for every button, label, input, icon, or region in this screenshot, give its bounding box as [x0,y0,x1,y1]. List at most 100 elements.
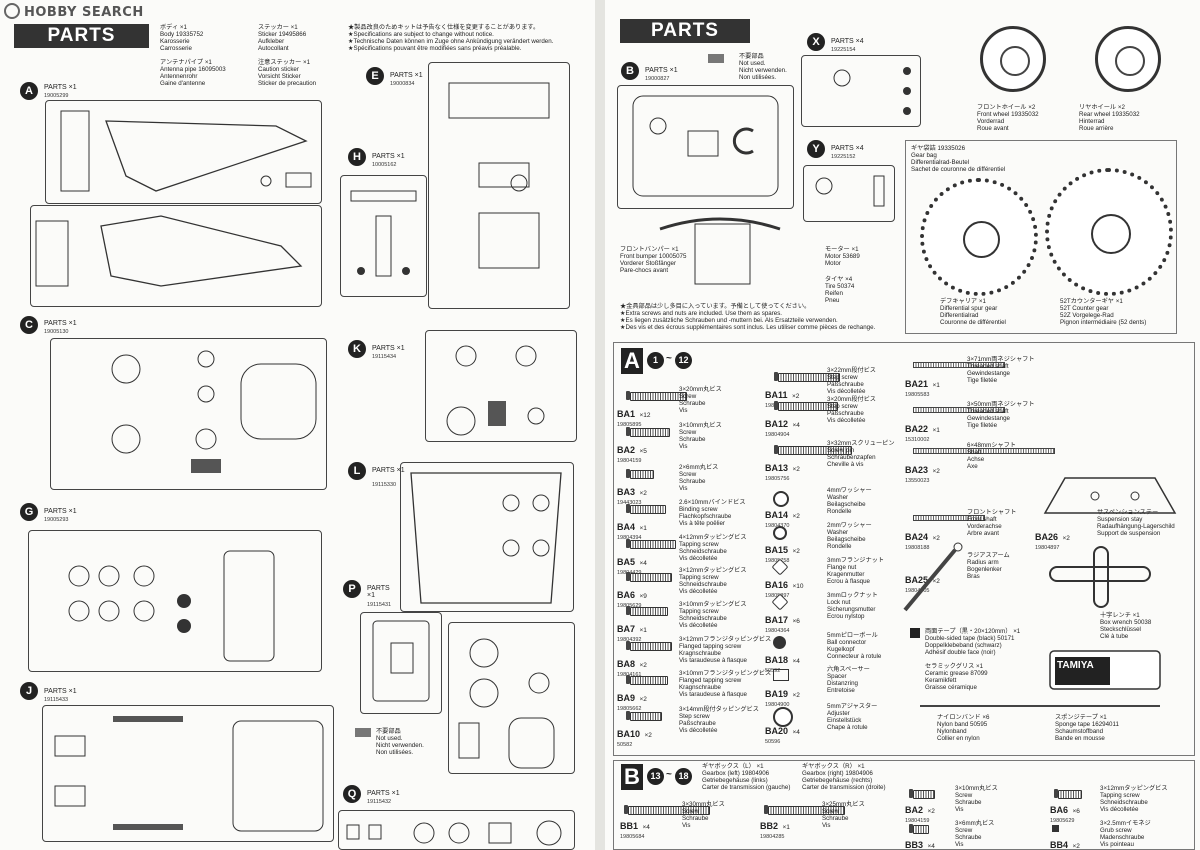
hw-desc: 3×12mmタッピングビス Tapping screw Schneidschra… [1100,785,1168,813]
hw-fr: Vis taraudeuse à flasque [679,691,747,698]
hw-de: Schraube [679,436,706,443]
parts-a-code: 19005299 [44,93,69,99]
hw-qty: ×4 [639,560,647,567]
motor-pn: 53689 [842,253,860,260]
parts-y-code: 19225152 [831,154,856,160]
hw-qty: ×2 [792,548,800,555]
parts-h-drawing [350,190,417,277]
box-wrench-drawing [1040,545,1160,620]
screw-icon [626,711,662,721]
page-gutter [595,0,605,850]
tape-qty: ×1 [1013,628,1021,635]
parts-h-sprue [340,175,427,297]
parts-p-drawing [372,620,430,702]
parts-x-label: PARTS ×4 [831,38,864,45]
parts-j-letter: J [20,682,38,700]
hw-ba3: BA3 ×2 19443023 [617,482,647,506]
hw-code: BA23 [905,465,929,475]
parts-c-qty: ×1 [68,320,77,327]
parts-h-qty: ×1 [396,153,405,160]
front-bumper-jp: フロントバンパー [620,246,670,253]
hw-jp: 3×30mm丸ビス [682,801,725,808]
parts-y-qty: ×4 [855,145,864,152]
hw-pn: 50582 [617,742,633,748]
hw-en: Threaded shaft [967,408,1009,415]
parts-b-code: 19000827 [645,76,670,82]
hw-pn: 13550023 [905,478,930,484]
parts-p-qty: ×1 [367,592,375,599]
hw-fr: Cheville à vis [827,461,864,468]
hw-en: Threaded shaft [967,363,1009,370]
hw-de: Einstellstück [827,717,862,724]
hw-jp: 3×32mmスクリューピン [827,440,895,447]
hw-desc: 3×10mmタッピングビス Tapping screw Schneidschra… [679,601,747,629]
hw-de: Schraube [955,834,982,841]
watermark: HOBBY SEARCH [4,3,144,20]
hw-qty: ×6 [792,618,800,625]
spare-note-de: ★Es liegen zusätzliche Schrauben und -mu… [620,317,838,324]
hw-code: BA15 [765,545,789,555]
parts-l-letter: L [348,462,366,480]
parts-l-code: 19115330 [372,482,397,488]
rear-wheel-qty: ×2 [1117,104,1125,111]
hw-pn: 19805583 [905,392,930,398]
hw-code: BA9 [617,693,636,703]
shaft-icon [913,407,1005,413]
rear-wheel-fr: Roue arrière [1079,125,1114,132]
hw-qty: ×1 [639,525,647,532]
hw-en: Ball connector [827,639,867,646]
diff-gear-fr: Couronne de différentiel [940,319,1006,326]
hw-code: BA14 [765,510,789,520]
gearbox-r-fr: Carter de transmission (droite) [802,784,886,791]
hw-en: Flanged tapping screw [679,677,742,684]
hw-fr: Vis décolletée [679,622,718,629]
hw-desc: 3×10mm丸ビス Screw Schraube Vis [955,785,998,813]
spare-note-en: ★Extra screws and nuts are included. Use… [620,310,783,317]
screw-icon [626,469,654,479]
hw-fr: Entretoise [827,687,855,694]
hw-pn: 19805684 [620,834,645,840]
rear-wheel-icon [1095,26,1161,92]
parts-e-label: PARTS ×1 [390,72,423,79]
parts-l-label-text: PARTS [372,467,395,474]
notice-en: ★Specifications are subject to change wi… [348,31,494,38]
hw-pn: 19808188 [905,545,930,551]
hw-bb2-b: BB2 ×1 19804285 [760,816,790,840]
hw-ba6-b: BA6 ×6 19805629 [1050,800,1080,824]
r-notused-en: Not used. [739,60,766,67]
parts-g-label-text: PARTS [44,508,67,515]
parts-q-drawing [346,820,562,846]
hw-qty: ×2 [1072,843,1080,850]
hw-desc: フロントシャフト Front shaft Vorderachse Arbre a… [967,509,1017,537]
hw-ba23: BA23 ×2 13550023 [905,460,940,484]
step-range-dash: ~ [666,353,672,364]
parts-j-drawing [54,716,324,832]
parts-b-qty: ×1 [669,67,678,74]
hw-qty: ×2 [639,696,647,703]
caution-sticker-info: 注意ステッカー ×1 Caution sticker Vorsicht Stic… [258,59,343,87]
screw-icon [626,606,668,616]
hw-pn: 19805662 [617,706,642,712]
hw-qty: ×9 [639,593,647,600]
gearbox-l-qty: ×1 [756,763,764,770]
spare-note-jp: ★金具部品は少し多目に入っています。予備として使ってください。 [620,303,811,310]
hw-fr: Vis [682,822,691,829]
suspension-stay-icon [1043,477,1177,514]
hw-qty: ×6 [1072,808,1080,815]
hw-de: Schraubenzapfen [827,454,876,461]
sponge-pn: 16294011 [1091,721,1119,728]
hw-qty: ×1 [639,627,647,634]
gear-bag-pn: 19335026 [937,145,966,152]
parts-b-label-text: PARTS [645,67,668,74]
hw-en: Screw [679,393,697,400]
screw-icon [764,805,845,815]
hw-pn: 19804285 [760,834,785,840]
hw-jp: 3×10mmフランジタッピングビス [679,670,772,677]
hw-pn: 19804900 [765,702,790,708]
parts-q-letter: Q [343,785,361,803]
parts-c-sprue [50,338,327,490]
sticker-en: Sticker [258,31,277,38]
parts-g-drawing [68,550,275,662]
hw-en: Front shaft [967,516,997,523]
hw-en: Washer [827,494,849,501]
